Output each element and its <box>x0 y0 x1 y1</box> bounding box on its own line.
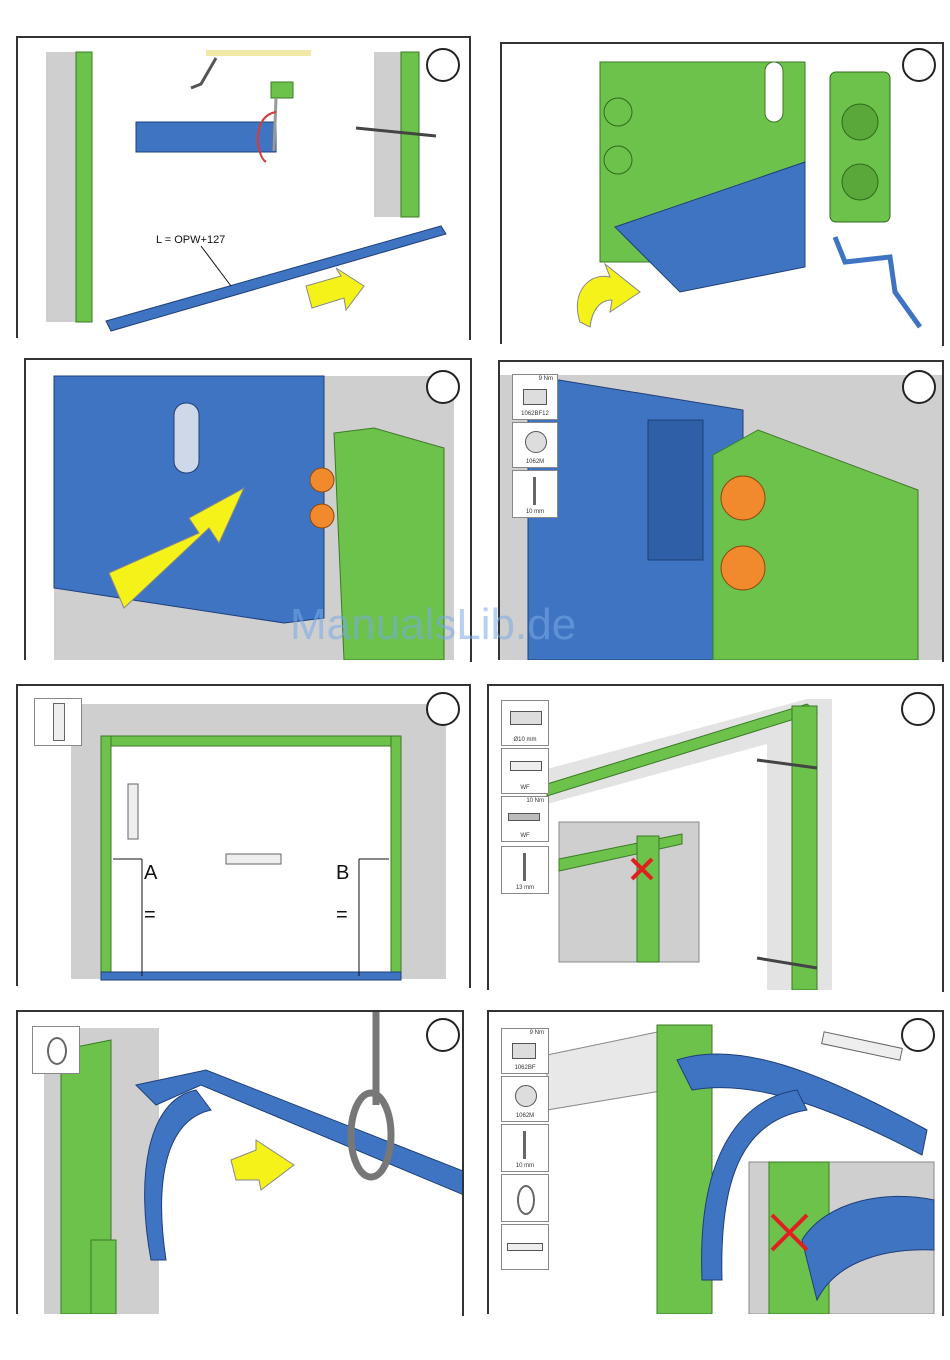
step-circle <box>426 692 460 726</box>
rope-loop-icon <box>32 1026 80 1074</box>
step-circle <box>426 1018 460 1052</box>
step-circle <box>902 370 936 404</box>
panel-5-illustration <box>16 684 471 986</box>
hex-nut-icon: 1062M <box>512 422 558 468</box>
panel-1-illustration <box>16 36 471 338</box>
panel-8-illustration <box>487 1010 944 1314</box>
measure-label-a: A <box>144 862 157 885</box>
watermark: ManualsLib.de <box>290 600 576 650</box>
step-panel-1: L = OPW+127 <box>16 36 471 338</box>
length-label: L = OPW+127 <box>156 234 225 246</box>
step-panel-8: 9 Nm 1062BF 1062M 10 mm <box>487 1010 944 1314</box>
step-circle <box>901 1018 935 1052</box>
step-circle <box>426 370 460 404</box>
step-panel-7 <box>16 1010 464 1314</box>
wrench-icon: 13 mm <box>501 846 549 894</box>
step-circle <box>902 48 936 82</box>
step-circle <box>426 48 460 82</box>
rope-loop-icon <box>501 1174 549 1222</box>
hex-nut-icon: 1062M <box>501 1076 549 1122</box>
step-panel-2 <box>500 42 944 344</box>
level-icon <box>501 1224 549 1270</box>
panel-7-illustration <box>16 1010 464 1314</box>
spirit-level-icon <box>34 698 82 746</box>
wrench-icon: 10 mm <box>512 470 558 518</box>
step-panel-6: Ø10 mm WF 10 Nm WF 13 mm <box>487 684 944 990</box>
panel-6-illustration <box>487 684 944 990</box>
wrench-icon: 10 mm <box>501 1124 549 1172</box>
step-circle <box>901 692 935 726</box>
screw-icon: 10 Nm WF <box>501 796 549 842</box>
panel-2-illustration <box>500 42 944 344</box>
equal-mark-a: = <box>144 904 156 927</box>
equal-mark-b: = <box>336 904 348 927</box>
step-panel-5: A = B = <box>16 684 471 986</box>
wall-plug-icon: WF <box>501 748 549 794</box>
measure-label-b: B <box>336 862 349 885</box>
hex-bolt-icon: 9 Nm 1062BF12 <box>512 374 558 420</box>
hex-bolt-icon: 9 Nm 1062BF <box>501 1028 549 1074</box>
drill-icon: Ø10 mm <box>501 700 549 746</box>
